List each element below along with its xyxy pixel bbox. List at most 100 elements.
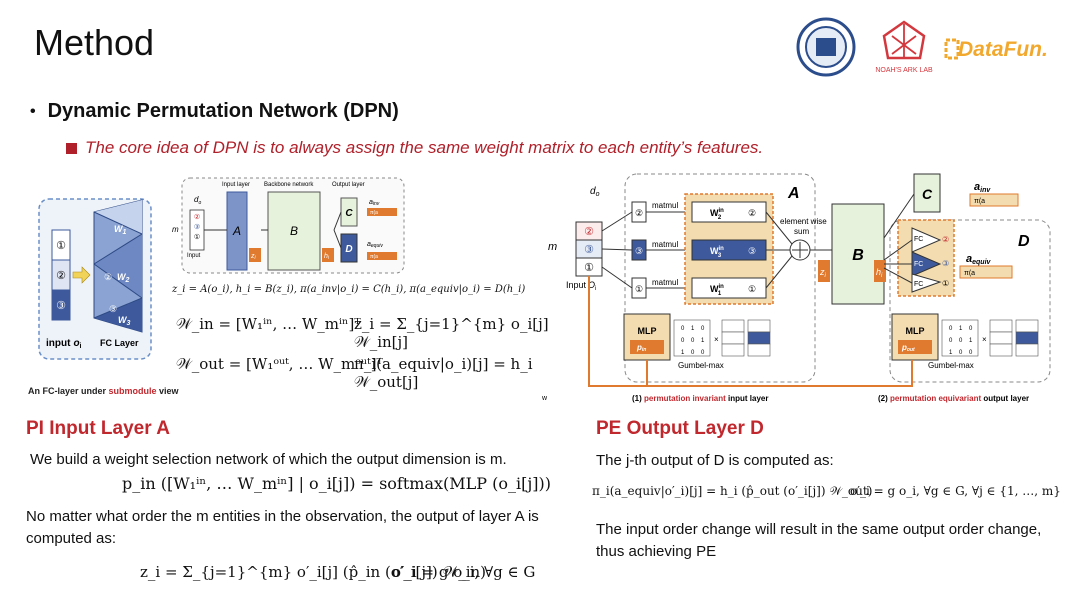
pi-formula-2b: o′_i = g o_i, ∀g ∈ G <box>392 563 536 581</box>
svg-text:m: m <box>172 225 179 234</box>
svg-text:D: D <box>345 244 352 255</box>
eq-z: z_i = Σ_{j=1}^{m} o_i[j] 𝒲_in[j] <box>354 315 549 351</box>
pe-text-1: The j-th output of D is computed as: <box>596 452 834 469</box>
svg-text:m: m <box>548 241 557 253</box>
svg-text:③: ③ <box>194 223 200 231</box>
svg-text:0: 0 <box>949 326 953 332</box>
svg-text:π(a: π(a <box>370 210 378 216</box>
svg-text:②: ② <box>194 213 200 221</box>
university-seal-logo: NOAH'S ARK LAB DataFun. <box>796 17 1048 77</box>
header-logos: NOAH'S ARK LAB DataFun. <box>796 14 1076 84</box>
bullet-row: • Dynamic Permutation Network (DPN) <box>30 100 399 123</box>
d-container <box>889 219 1051 383</box>
svg-text:0: 0 <box>969 350 973 356</box>
svg-text:zi: zi <box>250 253 257 261</box>
block-c-right <box>913 173 941 213</box>
svg-text:matmul: matmul <box>652 240 678 249</box>
svg-text:do: do <box>590 186 600 198</box>
noah-ark-logo: NOAH'S ARK LAB <box>875 20 933 74</box>
svg-text:(1) permutation invariant inpu: (1) permutation invariant input layer <box>632 394 768 403</box>
h-badge-right <box>874 260 886 282</box>
pe-formula-1b: o′_i = g o_i, ∀g ∈ G, ∀j ∈ {1, …, m} <box>850 484 1061 498</box>
svg-text:①: ① <box>635 284 643 294</box>
block-b-right <box>831 203 885 305</box>
svg-text:0: 0 <box>681 338 685 344</box>
svg-text:0: 0 <box>681 326 685 332</box>
svg-text:Gumbel-max: Gumbel-max <box>928 361 974 370</box>
svg-text:FC: FC <box>914 281 923 288</box>
eq-definitions: z_i = A(o_i), h_i = B(z_i), π(a_inv|o_i)… <box>172 284 526 295</box>
bullet-dot: • <box>30 102 36 120</box>
svg-text:B: B <box>852 247 864 264</box>
red-square-bullet <box>66 142 77 154</box>
svg-text:D: D <box>1018 233 1030 250</box>
svg-text:0: 0 <box>949 338 953 344</box>
svg-text:FC: FC <box>914 261 923 268</box>
svg-text:W3: W3 <box>118 315 131 327</box>
z-badge-right <box>818 260 830 282</box>
svg-text:0: 0 <box>969 326 973 332</box>
svg-text:π(a: π(a <box>974 198 985 205</box>
pi-text-1: We build a weight selection network of w… <box>30 451 507 468</box>
svg-text:1: 1 <box>949 350 953 356</box>
svg-text:B: B <box>290 224 298 238</box>
datafun-logo: DataFun. <box>944 38 1048 61</box>
svg-text:②: ② <box>104 272 112 282</box>
svg-text:①: ① <box>194 233 200 241</box>
h-badge <box>322 248 334 262</box>
svg-text:③: ③ <box>56 300 66 312</box>
svg-text:0: 0 <box>701 326 705 332</box>
svg-text:π(a: π(a <box>370 254 378 260</box>
svg-text:ainv: ainv <box>369 199 380 207</box>
bullet-heading: Dynamic Permutation Network (DPN) <box>47 100 399 122</box>
svg-text:aequiv: aequiv <box>367 241 383 249</box>
yellow-arrow-icon <box>72 266 91 284</box>
svg-text:×: × <box>714 335 719 344</box>
svg-text:1: 1 <box>681 350 685 356</box>
svg-text:sum: sum <box>794 227 809 236</box>
pi-formula-2: z_i = Σ_{j=1}^{m} o′_i[j] (p̂_in (o′_i[j… <box>140 563 487 581</box>
svg-text:×: × <box>982 335 987 344</box>
svg-text:1: 1 <box>959 326 963 332</box>
core-idea-row: The core idea of DPN is to always assign… <box>66 138 763 158</box>
svg-text:C: C <box>922 186 933 202</box>
svg-text:Input: Input <box>187 253 201 259</box>
svg-text:③: ③ <box>584 244 594 256</box>
svg-text:③: ③ <box>635 246 643 256</box>
svg-text:W1: W1 <box>114 224 127 236</box>
pe-formula-1: π_i(a_equiv|o′_i)[j] = h_i (p̂_out (o′_i… <box>592 484 873 498</box>
svg-text:②: ② <box>635 208 643 218</box>
svg-text:FC Layer: FC Layer <box>100 338 139 348</box>
svg-text:(2) permutation equivariant ou: (2) permutation equivariant output layer <box>878 394 1029 403</box>
svg-text:0: 0 <box>959 338 963 344</box>
svg-text:0: 0 <box>691 350 695 356</box>
svg-text:A: A <box>787 185 800 202</box>
svg-text:②: ② <box>748 208 756 218</box>
svg-text:zi: zi <box>819 267 827 279</box>
pi-text-2: No matter what order the m entities in t… <box>26 508 539 547</box>
svg-text:FC: FC <box>914 236 923 243</box>
svg-text:1: 1 <box>969 338 973 344</box>
svg-text:ainv: ainv <box>974 181 991 194</box>
svg-text:DataFun.: DataFun. <box>958 38 1048 61</box>
svg-text:matmul: matmul <box>652 201 678 210</box>
svg-text:②: ② <box>56 270 66 282</box>
svg-text:Backbone network: Backbone network <box>264 182 314 188</box>
a-container <box>624 173 816 383</box>
svg-text:MLP: MLP <box>638 326 657 336</box>
svg-text:①: ① <box>942 279 949 288</box>
svg-text:A: A <box>232 224 241 238</box>
svg-text:Input layer: Input layer <box>222 182 250 188</box>
svg-text:1: 1 <box>691 326 695 332</box>
svg-text:③: ③ <box>942 259 949 268</box>
svg-text:③: ③ <box>109 304 117 314</box>
svg-text:hi: hi <box>324 253 330 261</box>
svg-text:②: ② <box>942 235 949 244</box>
page-title: Method <box>34 22 155 63</box>
pe-text-2: The input order change will result in th… <box>596 521 1042 560</box>
